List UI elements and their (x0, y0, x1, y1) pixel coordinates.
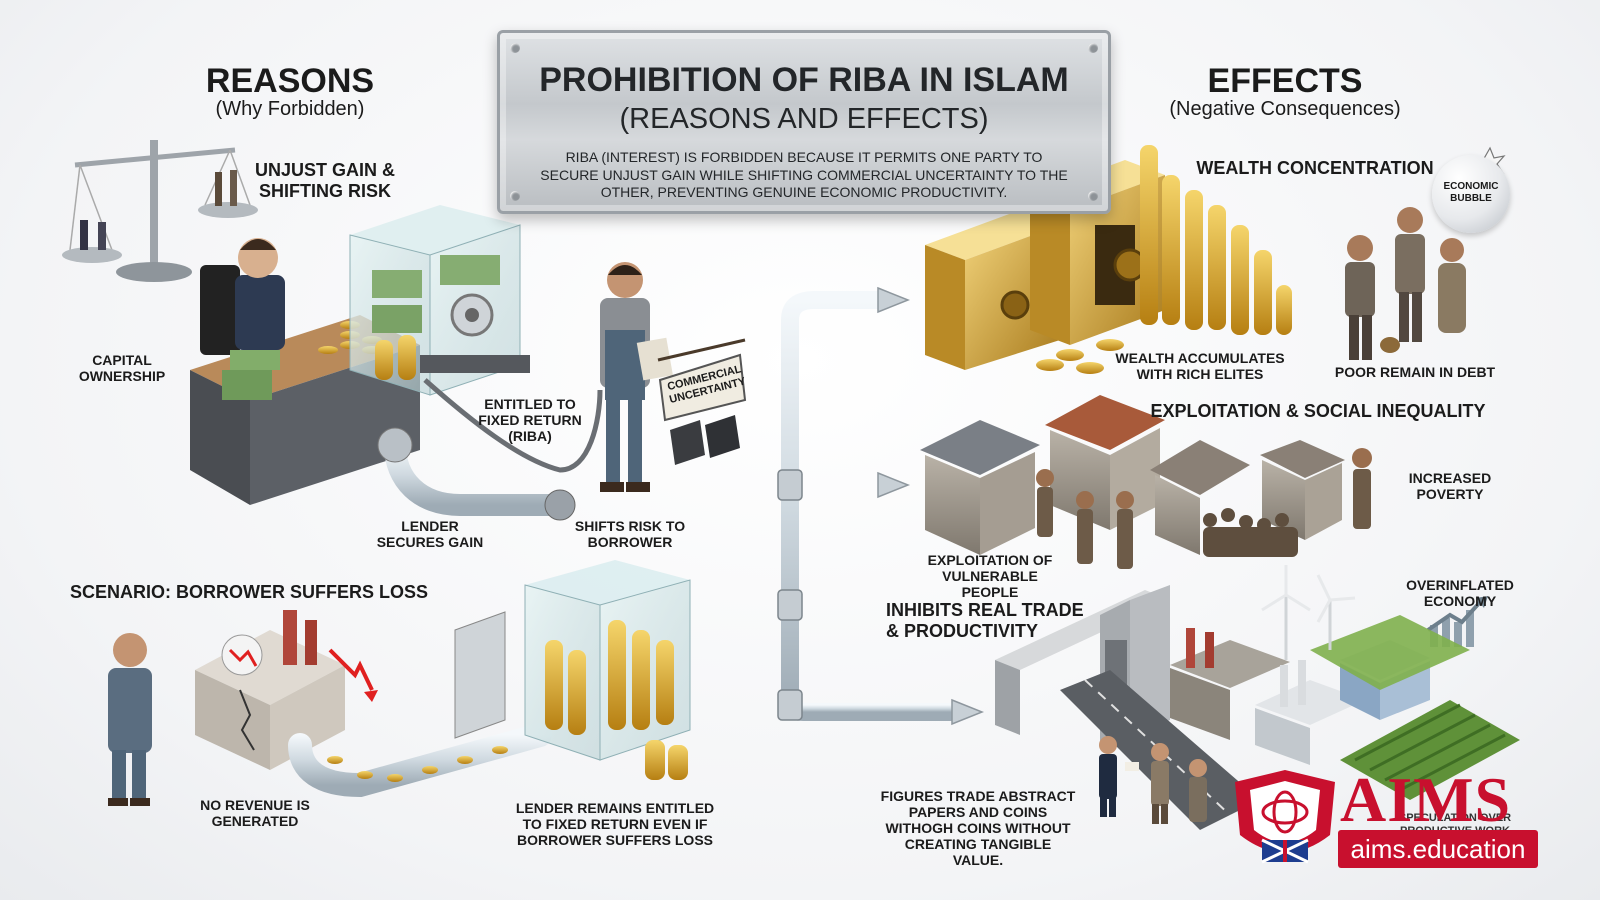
broken-factory-illustration (195, 610, 378, 770)
commercial-uncertainty-sign (657, 338, 747, 465)
shifts-risk-label: SHIFTS RISK TO BORROWER (574, 518, 686, 551)
lender-desk-illustration (190, 238, 420, 505)
overinflated-economy-label: OVERINFLATED ECONOMY (1406, 577, 1514, 610)
justice-scale-icon (62, 140, 258, 282)
distressed-borrower-illustration (108, 633, 152, 806)
aims-logo: AIMS aims.education (1240, 768, 1570, 878)
villagers-illustration (1036, 448, 1372, 569)
pipe-bottom (288, 723, 552, 798)
exploitation-heading: EXPLOITATION & SOCIAL INEQUALITY (1150, 401, 1486, 421)
lender-secures-gain-label: LENDER SECURES GAIN (376, 518, 484, 551)
entitled-fixed-return-label: ENTITLED TO FIXED RETURN (RIBA) (478, 396, 582, 445)
poor-people-illustration (1345, 207, 1466, 360)
distribution-pipes (721, 291, 964, 721)
unjust-gain-label: UNJUST GAIN & SHIFTING RISK (254, 160, 395, 201)
chain-link (423, 378, 603, 473)
figures-trade-label: FIGURES TRADE ABSTRACT PAPERS AND COINS … (880, 788, 1076, 869)
economic-bubble-label: ECONOMIC BUBBLE (1443, 181, 1499, 204)
increased-poverty-label: INCREASED POVERTY (1408, 470, 1492, 503)
effects-heading: EFFECTS (1207, 62, 1363, 100)
industry-illustration (1170, 615, 1470, 765)
main-title: PROHIBITION OF RIBA IN ISLAM (539, 61, 1069, 99)
title-plaque: PROHIBITION OF RIBA IN ISLAM (REASONS AN… (497, 30, 1111, 214)
aims-brand-text: AIMS (1340, 764, 1512, 835)
pipe-arrows (877, 286, 985, 726)
glass-vault-bottom (454, 560, 691, 780)
traders-illustration (1099, 736, 1207, 824)
aims-url-text: aims.education (1338, 830, 1538, 868)
title-description: RIBA (INTEREST) IS FORBIDDEN BECAUSE IT … (540, 149, 1068, 200)
pipe-top (377, 427, 576, 521)
crop-field-illustration (1340, 700, 1520, 800)
lender-remains-entitled-label: LENDER REMAINS ENTITLED TO FIXED RETURN … (515, 800, 715, 849)
scenario-heading: SCENARIO: BORROWER SUFFERS LOSS (70, 582, 429, 602)
wind-turbine-icon (1261, 565, 1356, 660)
wealth-concentration-label: WEALTH CONCENTRATION (1196, 158, 1434, 178)
exploitation-vulnerable-label: EXPLOITATION OF VULNERABLE PEOPLE (927, 552, 1053, 601)
reasons-subheading: (Why Forbidden) (215, 98, 365, 120)
aims-shield-icon (1235, 770, 1335, 864)
main-subtitle: (REASONS AND EFFECTS) (619, 103, 989, 135)
capital-ownership-label: CAPITAL OWNERSHIP (78, 352, 166, 385)
gold-coin-stacks (1036, 145, 1292, 374)
wealth-accumulates-label: WEALTH ACCUMULATES WITH RICH ELITES (1115, 350, 1285, 383)
no-revenue-label: NO REVENUE IS GENERATED (200, 797, 310, 830)
glass-vault-top (349, 205, 530, 396)
borrower-worker-illustration (600, 262, 673, 492)
reasons-heading: REASONS (205, 62, 375, 100)
economic-bubble: ECONOMIC BUBBLE (1432, 155, 1510, 233)
poor-remain-in-debt-label: POOR REMAIN IN DEBT (1334, 364, 1496, 380)
pipe-joints (777, 469, 803, 721)
slum-houses-illustration (920, 395, 1345, 555)
effects-subheading: (Negative Consequences) (1169, 98, 1401, 120)
inhibits-trade-heading: INHIBITS REAL TRADE & PRODUCTIVITY (886, 600, 1084, 641)
